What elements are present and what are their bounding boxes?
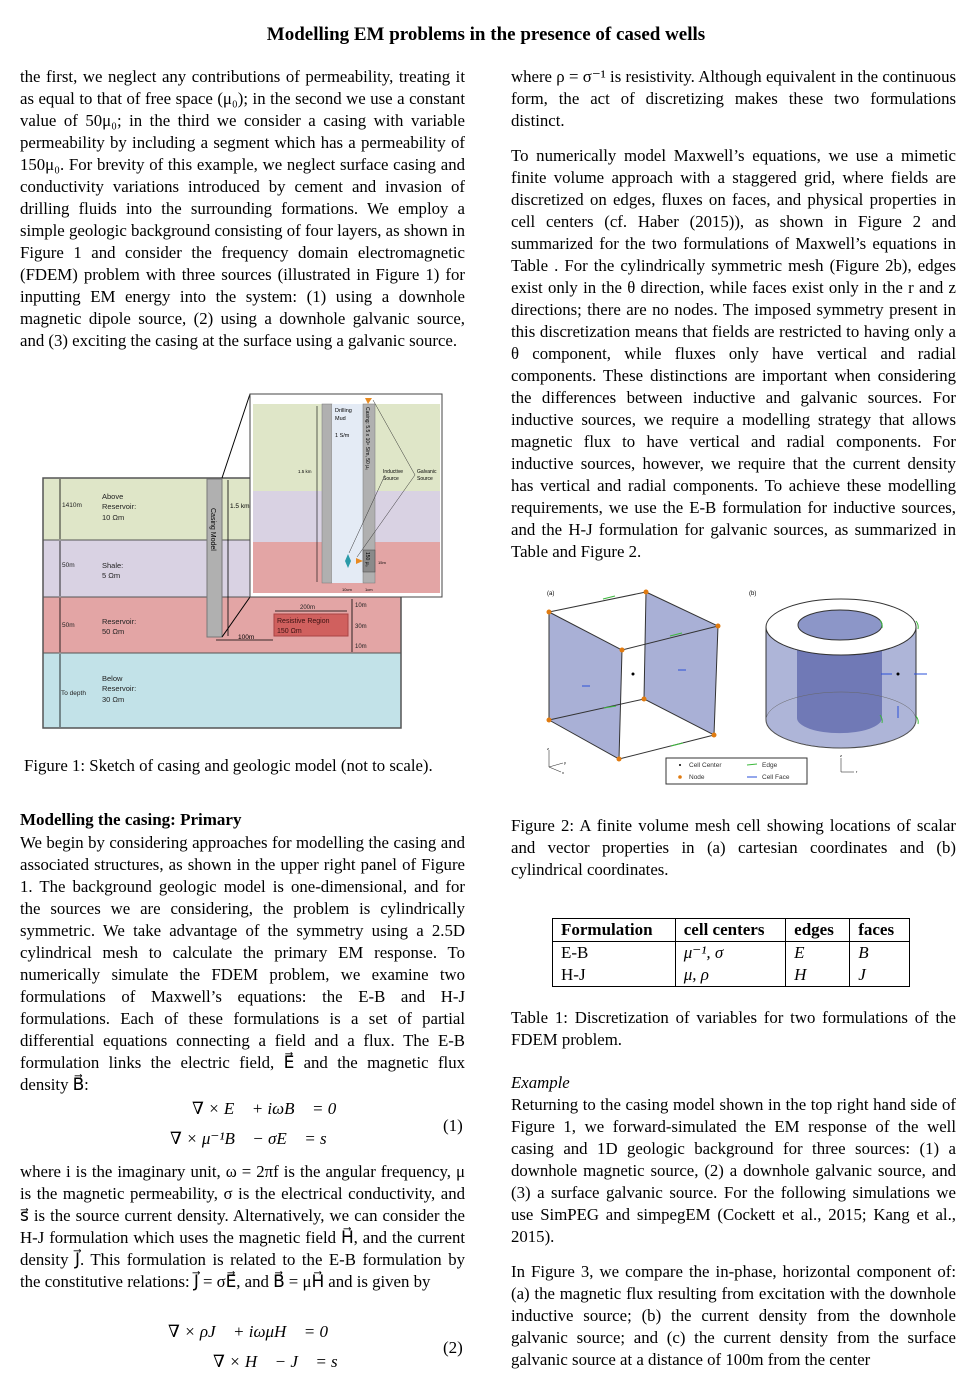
layer-value: 5 Ωm (102, 571, 120, 580)
casing-model (206, 478, 223, 638)
body-paragraph: To numerically model Maxwell’s equations… (511, 146, 956, 561)
panel-label: (b) (749, 591, 756, 597)
thickness-label: 50m (62, 622, 75, 629)
body-paragraph: where ρ = σ⁻¹ is resistivity. Although e… (511, 67, 956, 130)
svg-text:Cell Center: Cell Center (689, 762, 722, 769)
svg-text:y: y (564, 760, 566, 765)
inner-cylinder-top (797, 609, 883, 641)
thickness-label: To depth (61, 690, 86, 697)
thickness-label: 50m (62, 562, 75, 569)
edge-arrow-icons (602, 595, 684, 747)
page-title: Modelling EM problems in the presence of… (266, 24, 706, 45)
layer-value: 30 Ωm (102, 695, 124, 704)
inductive-source-icon (345, 554, 351, 568)
layer-value: 10 Ωm (102, 513, 124, 522)
body-paragraph: We begin by considering approaches for m… (20, 833, 465, 1094)
equation-2-line-2: ∇ × H⃗ − J⃗ = s⃗ (213, 1352, 351, 1371)
svg-text:Casing: 5.5 x 10⁶ S/m, 50 μ₀: Casing: 5.5 x 10⁶ S/m, 50 μ₀ (364, 407, 370, 470)
svg-text:150 μ₀: 150 μ₀ (364, 552, 370, 567)
svg-text:10m: 10m (355, 603, 367, 609)
svg-text:Source: Source (383, 476, 399, 482)
svg-text:10m: 10m (355, 644, 367, 650)
face-arrow-icons (582, 669, 686, 687)
equation-2-line-1: ∇ × ρJ⃗ + iωμH⃗ = 0 (168, 1322, 328, 1341)
node-icons (546, 589, 721, 762)
panel-label: (a) (547, 591, 554, 597)
svg-text:10cm: 10cm (342, 587, 352, 592)
layer-label: Reservoir: (102, 617, 136, 626)
body-paragraph: In Figure 3, we compare the in-phase, ho… (511, 1262, 956, 1369)
figure-2-caption: Figure 2: A finite volume mesh cell show… (511, 816, 956, 879)
figure-1-caption: Figure 1: Sketch of casing and geologic … (24, 756, 433, 775)
layer-below-reservoir (43, 653, 401, 728)
figure-1-casing-sketch: 1410m 50m 50m To depth Above Reservoir: … (42, 393, 443, 729)
svg-text:30m: 30m (355, 624, 367, 630)
cube-face-right (643, 591, 719, 736)
svg-text:z: z (840, 753, 842, 758)
depth-label: 1.5 km (230, 503, 250, 510)
example-heading: Example (511, 1073, 570, 1092)
svg-text:Mud: Mud (335, 416, 346, 422)
svg-text:Cell Face: Cell Face (762, 774, 790, 781)
figure-2-mesh-cells: (a) (b) z y x z r (546, 589, 927, 785)
svg-text:200m: 200m (300, 605, 315, 611)
body-paragraph: where i is the imaginary unit, ω = 2πf i… (20, 1162, 465, 1291)
thickness-label: 1410m (62, 502, 82, 509)
svg-text:Source: Source (417, 476, 433, 482)
offset-label: 100m (238, 634, 254, 641)
section-heading: Modelling the casing: Primary (20, 810, 242, 829)
svg-text:r: r (856, 769, 858, 774)
casing-inset: 1.5 km Drilling Mud 1 S/m Casing: 5.5 x … (249, 393, 443, 598)
equation-2-number: (2) (443, 1338, 463, 1357)
svg-text:Edge: Edge (762, 762, 778, 769)
body-paragraph: Returning to the casing model shown in t… (511, 1095, 956, 1246)
svg-text:15m: 15m (378, 560, 386, 565)
svg-text:1.5 km: 1.5 km (298, 469, 312, 474)
svg-text:Node: Node (689, 774, 705, 781)
galvanic-source-icon (356, 558, 363, 564)
svg-text:z: z (547, 746, 549, 751)
svg-text:Inductive: Inductive (383, 469, 403, 475)
svg-text:1 S/m: 1 S/m (335, 433, 350, 439)
surface-source-icon (365, 398, 372, 404)
layer-label: Shale: (102, 561, 123, 570)
layer-label: Reservoir: (102, 684, 136, 693)
layer-label: Reservoir: (102, 502, 136, 511)
layer-label: Below (102, 674, 123, 683)
equation-1-line-1: ∇ × E⃗ + iωB⃗ = 0 (192, 1099, 337, 1118)
equation-1-line-2: ∇ × μ⁻¹B⃗ − σE⃗ = s⃗ (170, 1129, 340, 1148)
svg-text:Galvanic: Galvanic (417, 469, 437, 475)
cell-center-icon (631, 672, 635, 676)
intro-paragraph: the first, we neglect any contributions … (20, 67, 465, 350)
svg-text:x: x (562, 770, 564, 775)
table-caption: Table 1: Discretization of variables for… (511, 1008, 956, 1049)
casing-label: Casing Model (209, 508, 216, 551)
figure-2-legend: Cell Center Node Edge Cell Face (665, 757, 808, 785)
layer-value: 50 Ωm (102, 627, 124, 636)
svg-text:Resistive Region: Resistive Region (277, 618, 330, 625)
svg-text:150 Ωm: 150 Ωm (277, 628, 302, 635)
svg-text:1cm: 1cm (365, 587, 373, 592)
svg-text:Drilling: Drilling (335, 408, 352, 414)
resistive-region (273, 613, 349, 637)
layer-label: Above (102, 492, 123, 501)
equation-1-number: (1) (443, 1116, 463, 1135)
